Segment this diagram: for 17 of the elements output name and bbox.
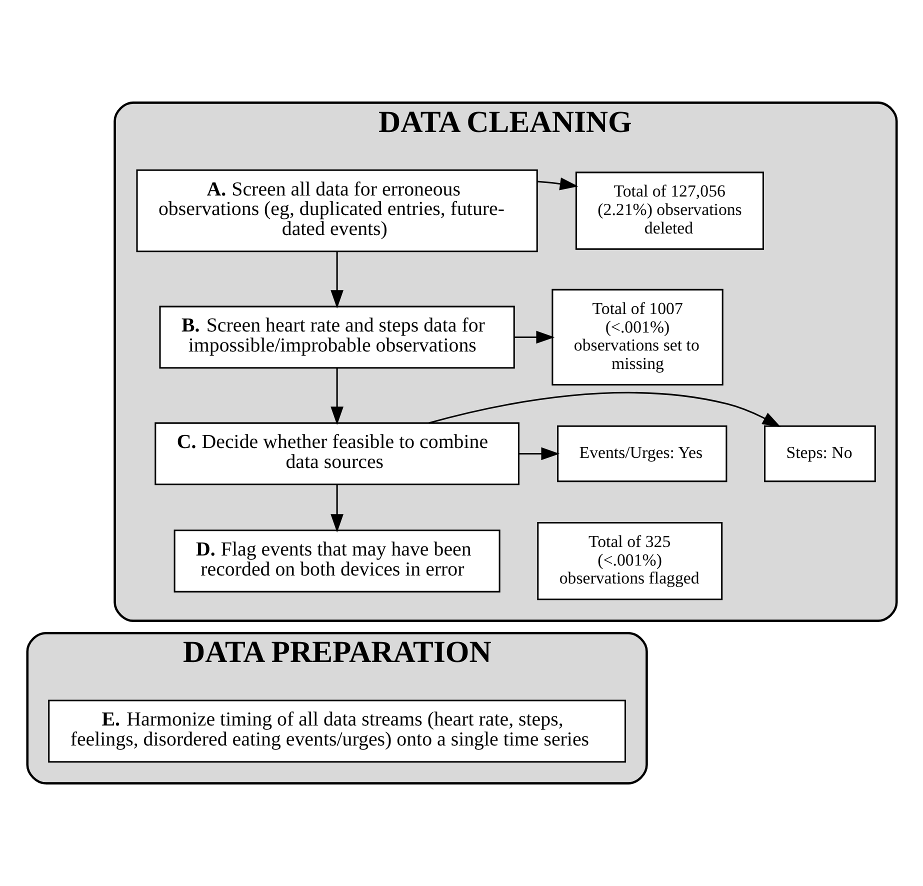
- node-box: A. Screen all data for erroneous observations (eg, duplicated entries, future-dated events): [136, 169, 538, 252]
- node-box: Total of 325 (<.001%) observations flagged: [536, 522, 722, 600]
- arrow: [514, 330, 554, 344]
- arrow: [330, 252, 343, 309]
- arrow: [330, 484, 343, 533]
- arrow: [518, 447, 560, 460]
- node-box: Events/Urges: Yes: [556, 425, 727, 482]
- arrow: [428, 392, 780, 428]
- node-box: Total of 1007 (<.001%) observations set to missing: [551, 288, 723, 386]
- node-box: Total of 127,056 (2.21%) observations deleted: [574, 172, 764, 250]
- node-box: Steps: No: [764, 425, 876, 482]
- arrow: [330, 368, 343, 426]
- node-box: D. Flag events that may have been recorded on both devices in error: [173, 530, 500, 592]
- node-box: E. Harmonize timing of all data streams (heart rate, steps, feelings, disordered eating events/urges) onto a single time series: [48, 700, 626, 763]
- arrow: [536, 177, 578, 190]
- node-box: C. Decide whether feasible to combine data sources: [154, 422, 519, 486]
- node-box: B. Screen heart rate and steps data for impossible/improbable observations: [158, 306, 514, 369]
